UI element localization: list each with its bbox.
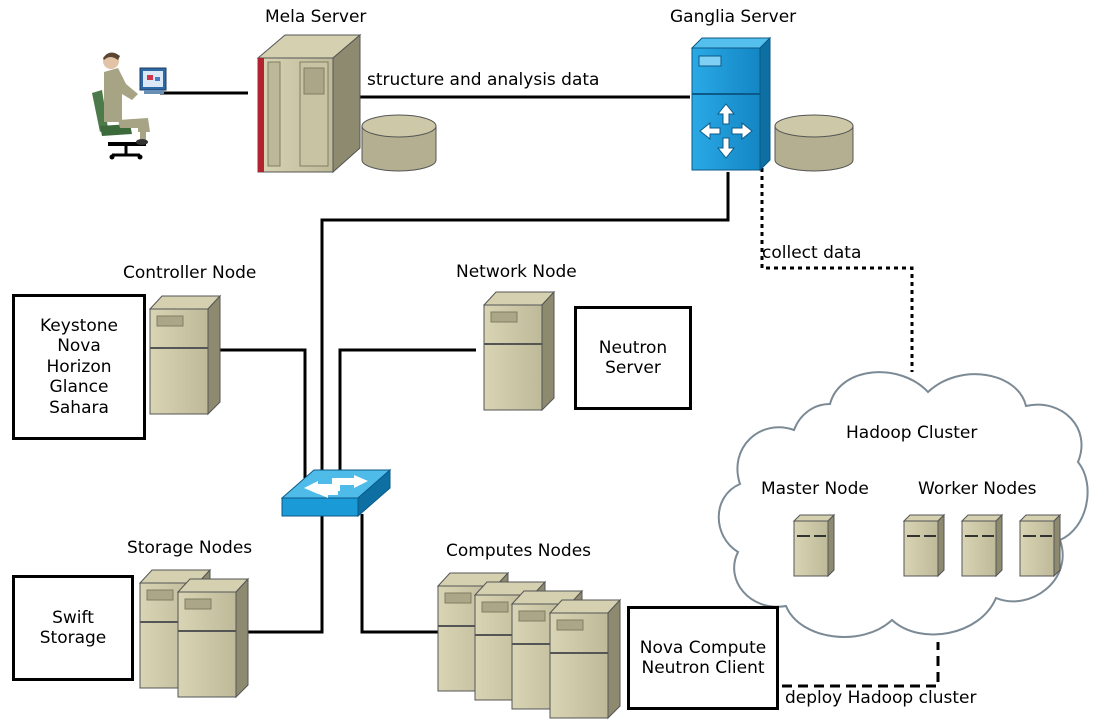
deploy-dashed-line [782, 642, 940, 688]
network-switch-icon [280, 468, 392, 518]
storage-server-front [176, 577, 250, 699]
network-server-icon [482, 290, 556, 412]
network-node-label: Network Node [456, 262, 577, 282]
compute-nodes-label: Computes Nodes [446, 541, 592, 561]
compute-server-4 [548, 598, 622, 720]
service-keystone: Keystone [40, 316, 118, 337]
structure-data-label: structure and analysis data [367, 70, 600, 90]
compute-services-box: Nova Compute Neutron Client [627, 606, 779, 710]
master-node-label: Master Node [761, 479, 869, 499]
ganglia-to-switch-line [320, 172, 730, 480]
deploy-hadoop-label: deploy Hadoop cluster [785, 688, 977, 708]
network-to-switch-line [338, 348, 476, 480]
network-services-box: Neutron Server [574, 306, 692, 410]
service-horizon: Horizon [46, 356, 112, 377]
connection-lines [160, 91, 730, 634]
mela-server-icon [256, 33, 362, 174]
compute-to-switch-line [360, 514, 440, 634]
ganglia-server-icon [690, 36, 772, 172]
controller-node-label: Controller Node [123, 263, 257, 283]
service-nova: Nova [57, 336, 101, 357]
user-workstation-icon [92, 52, 167, 160]
service-neutron: Neutron [598, 337, 668, 358]
ganglia-database-icon [774, 114, 854, 172]
worker-nodes-label: Worker Nodes [918, 479, 1037, 499]
hadoop-worker-server-1-icon [902, 513, 946, 578]
service-neutron-client: Neutron Client [641, 658, 765, 678]
ganglia-server-label: Ganglia Server [670, 7, 797, 27]
hadoop-master-server-icon [792, 513, 836, 578]
storage-nodes-label: Storage Nodes [127, 538, 253, 558]
hadoop-worker-server-3-icon [1018, 513, 1062, 578]
hadoop-cluster-label: Hadoop Cluster [846, 423, 978, 443]
mela-database-icon [361, 114, 437, 172]
hadoop-worker-server-2-icon [960, 513, 1004, 578]
controller-server-icon [148, 294, 222, 416]
service-server: Server [605, 358, 661, 378]
service-sahara: Sahara [49, 397, 109, 418]
service-storage: Storage [39, 628, 107, 648]
service-nova-compute: Nova Compute [639, 637, 767, 658]
compute-servers-icon [436, 571, 622, 720]
service-glance: Glance [49, 377, 109, 398]
storage-to-switch-line [248, 514, 324, 634]
controller-services-box: Keystone Nova Horizon Glance Sahara [12, 294, 146, 440]
mela-server-label: Mela Server [265, 7, 367, 27]
storage-servers-icon [138, 568, 250, 699]
collect-data-label: collect data [762, 243, 862, 263]
collect-data-dotted-line [760, 168, 914, 372]
hadoop-cloud-icon [717, 371, 1089, 638]
storage-services-box: Swift Storage [12, 575, 134, 681]
service-swift: Swift [52, 607, 94, 628]
controller-to-switch-line [220, 348, 307, 482]
